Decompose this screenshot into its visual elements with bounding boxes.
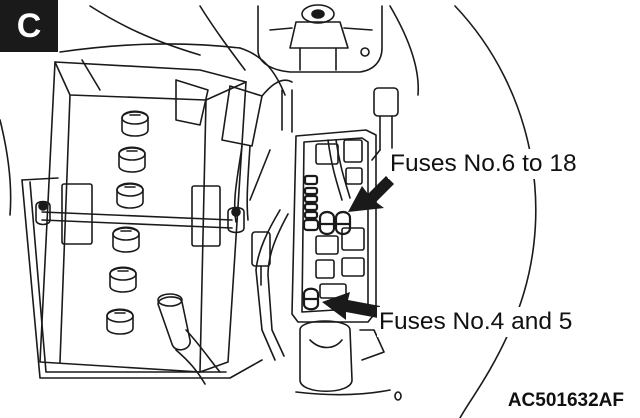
battery-cell-caps [106, 110, 149, 335]
cell-cap [112, 226, 140, 253]
cell-cap [109, 266, 137, 293]
cell-cap [116, 182, 144, 209]
cell-cap [106, 308, 134, 335]
fuse-pair-4-and-5 [302, 287, 320, 311]
battery-tray [21, 177, 263, 379]
figure-code: AC501632AF [507, 390, 624, 411]
cell-cap [118, 146, 146, 173]
battery-body [39, 59, 247, 373]
fuse-array-6-to-18 [302, 174, 352, 236]
callout-fuses-6-to-18: Fuses No.6 to 18 [388, 149, 579, 179]
lower-components [295, 320, 402, 401]
arrow-to-fuses-4-5 [322, 292, 380, 320]
fender-outline [389, 5, 537, 418]
callout-arrows [322, 176, 394, 320]
fuse-box-housing [291, 129, 377, 323]
arrow-to-fuses-6-18 [348, 176, 394, 212]
battery-terminal [157, 293, 221, 385]
panel-letter-badge: C [0, 0, 58, 52]
cell-cap [121, 110, 149, 137]
top-component [257, 4, 383, 73]
background-lines [0, 5, 286, 216]
wiring-harness [175, 79, 293, 361]
battery-hold-down [35, 183, 245, 247]
callout-fuses-4-and-5: Fuses No.4 and 5 [377, 307, 575, 337]
